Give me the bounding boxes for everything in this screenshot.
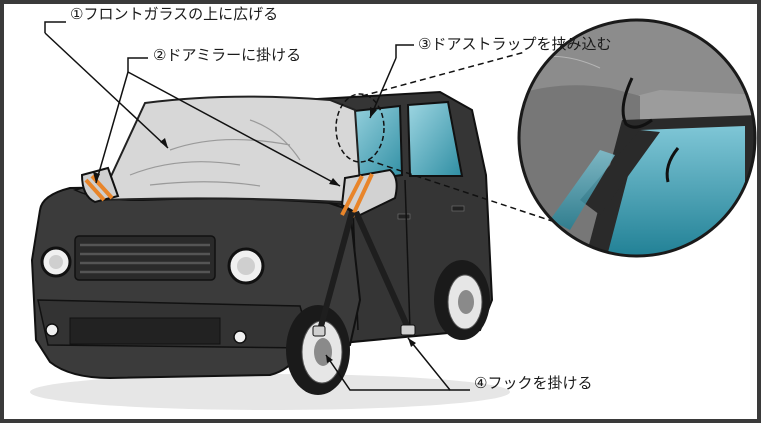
hook-rear — [400, 324, 416, 336]
leader-line-4b — [325, 354, 450, 391]
step-2-label: ②ドアミラーに掛ける — [153, 46, 302, 64]
hook-front — [312, 325, 326, 337]
step-3-label: ③ドアストラップを挟み込む — [418, 35, 612, 53]
strap-rear — [353, 210, 411, 330]
side-window-rear — [406, 100, 464, 177]
ground-shadow — [30, 374, 510, 410]
front-grille — [74, 235, 216, 281]
leader-line-1 — [44, 32, 169, 149]
leader-line-2b — [127, 71, 341, 187]
detail-marker — [335, 93, 385, 163]
strap-front — [317, 211, 355, 331]
leader-line-3 — [369, 57, 397, 119]
front-wheel — [286, 305, 350, 395]
left-mirror — [80, 166, 120, 204]
right-mirror — [340, 168, 398, 218]
rear-wheel — [434, 260, 490, 340]
zoom-detail-circle — [517, 18, 757, 258]
step-4-label: ④フックを掛ける — [474, 374, 593, 392]
car-illustration — [30, 90, 494, 395]
leader-line-2a — [95, 71, 129, 184]
step-1-label: ①フロントガラスの上に広げる — [70, 5, 279, 23]
